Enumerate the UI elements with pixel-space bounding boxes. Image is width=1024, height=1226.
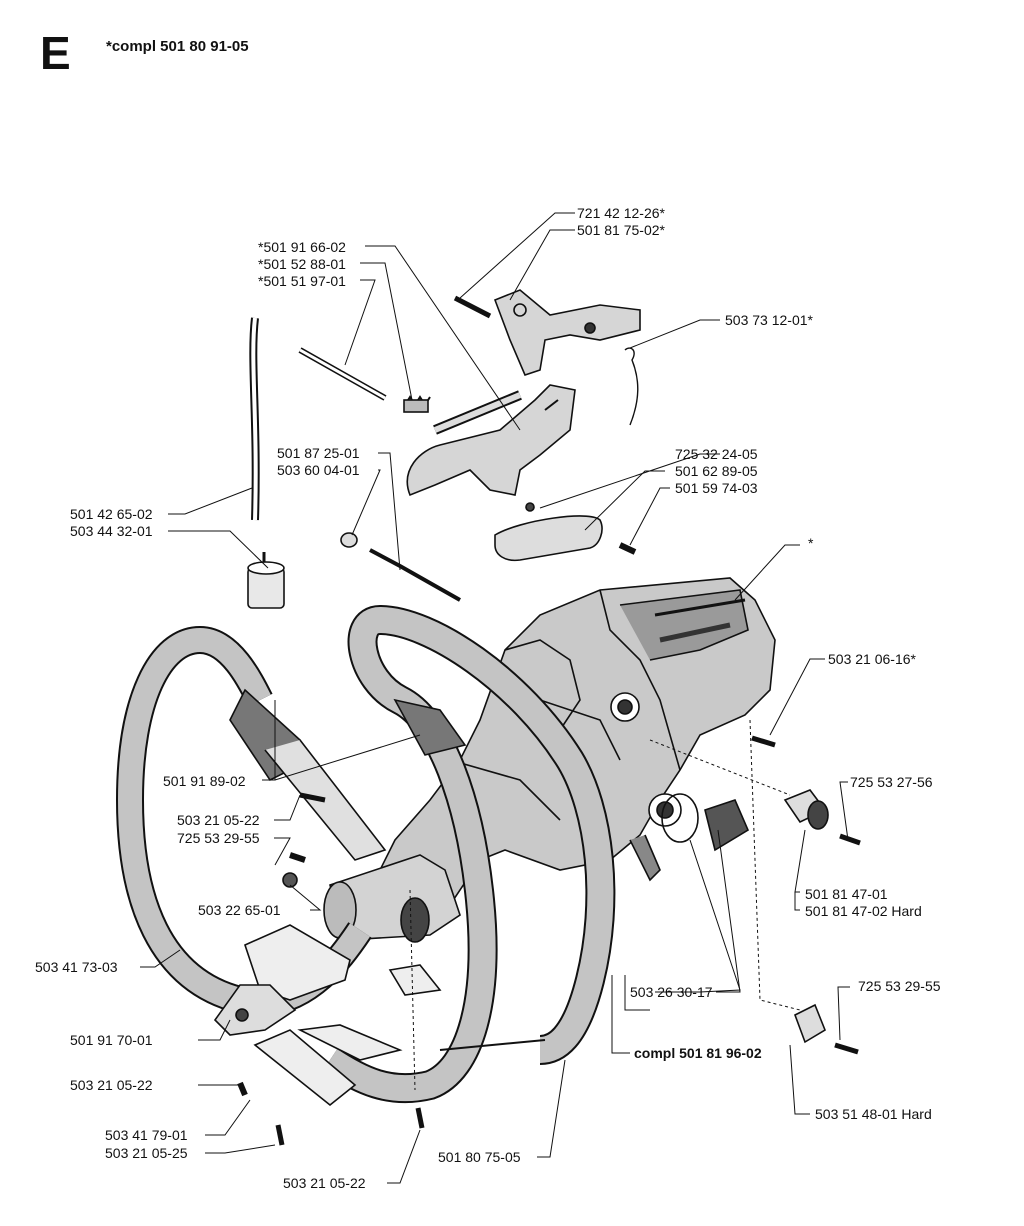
part-label: 503 73 12-01* <box>725 312 813 328</box>
part-label: 501 80 75-05 <box>438 1149 521 1165</box>
av-buffer-lower <box>794 1003 859 1055</box>
part-label: 503 21 06-16* <box>828 651 916 667</box>
part-label: 501 59 74-03 <box>675 480 758 496</box>
part-label: 503 21 05-22 <box>70 1077 153 1093</box>
part-label: 501 42 65-02 <box>70 506 153 522</box>
rear-handle <box>321 605 616 1104</box>
mounting-plates <box>213 924 442 1107</box>
part-label: 503 21 05-22 <box>283 1175 366 1191</box>
part-label: 503 41 79-01 <box>105 1127 188 1143</box>
part-label: 501 87 25-01 <box>277 445 360 461</box>
assembly-note: *compl 501 80 91-05 <box>106 38 249 55</box>
part-label: 501 62 89-05 <box>675 463 758 479</box>
part-label: 501 91 89-02 <box>163 773 246 789</box>
part-label: 501 81 75-02* <box>577 222 665 238</box>
av-buffer-upper <box>783 789 861 846</box>
part-label: 725 53 29-55 <box>858 978 941 994</box>
assembly-label: compl 501 81 96-02 <box>634 1045 762 1061</box>
part-label: 501 81 47-01 <box>805 886 888 902</box>
part-label: * <box>808 535 814 551</box>
part-label: 503 21 05-22 <box>177 812 260 828</box>
part-label: 503 60 04-01 <box>277 462 360 478</box>
part-label: *501 91 66-02 <box>258 239 346 255</box>
part-label: *501 51 97-01 <box>258 273 346 289</box>
part-label: 503 21 05-25 <box>105 1145 188 1161</box>
part-label: 503 41 73-03 <box>35 959 118 975</box>
part-label: 503 51 48-01 Hard <box>815 1106 932 1122</box>
part-label: 501 91 70-01 <box>70 1032 153 1048</box>
throttle-trigger <box>406 384 576 497</box>
section-letter: E <box>40 27 71 79</box>
part-label: 725 53 27-56 <box>850 774 933 790</box>
throttle-lock-lever <box>493 289 641 376</box>
part-label: 503 44 32-01 <box>70 523 153 539</box>
part-label: 501 81 47-02 Hard <box>805 903 922 919</box>
part-label: 503 22 65-01 <box>198 902 281 918</box>
part-label: 721 42 12-26* <box>577 205 665 221</box>
part-label: 725 32 24-05 <box>675 446 758 462</box>
part-label: 725 53 29-55 <box>177 830 260 846</box>
leader-lines <box>140 212 850 1184</box>
part-label: 503 26 30-17 <box>630 984 713 1000</box>
part-label: *501 52 88-01 <box>258 256 346 272</box>
